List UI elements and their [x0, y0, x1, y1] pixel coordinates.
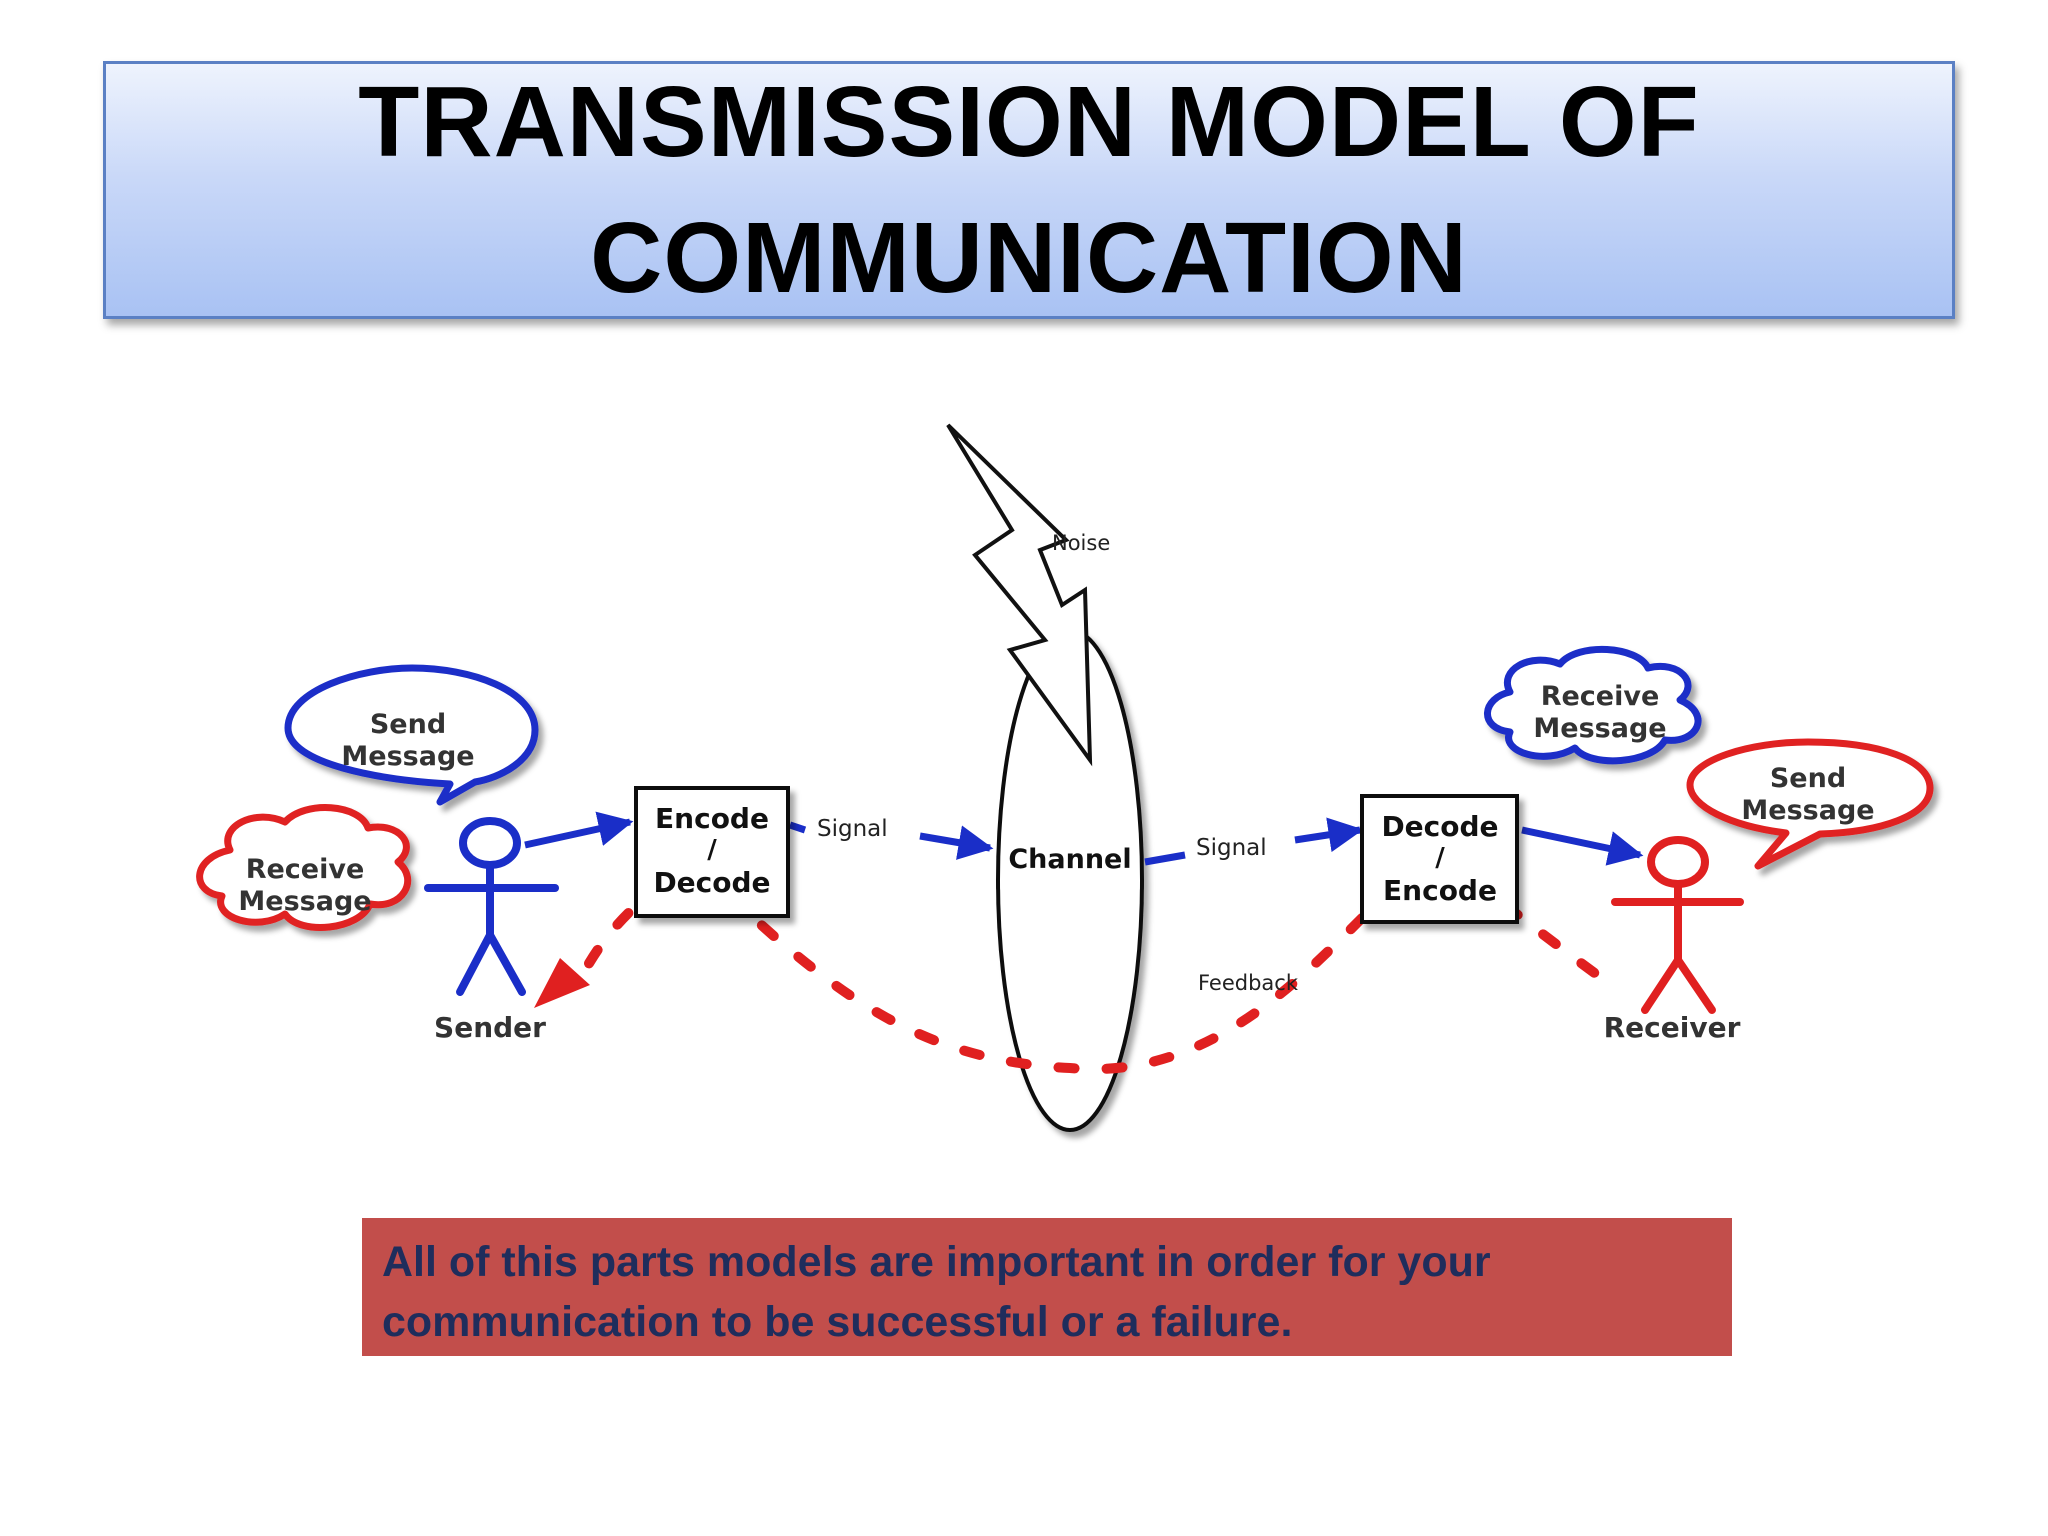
- receiver-figure: [1611, 836, 1744, 1014]
- title-line-2: COMMUNICATION: [590, 202, 1468, 314]
- feedback-arrowhead: [534, 958, 590, 1008]
- feedback-path-right: [1500, 900, 1623, 995]
- sender-figure: [424, 817, 559, 996]
- receiver-receive-cloud: [1484, 645, 1702, 765]
- receiver-receive-line-1: Receive: [1541, 681, 1660, 712]
- sender-receive-line-1: Receive: [246, 854, 365, 885]
- decoder-line-1: Decode: [1381, 810, 1498, 843]
- receiver-send-bubble: [1686, 738, 1934, 870]
- channel-label: Channel: [1008, 844, 1131, 875]
- noise-label: Noise: [1052, 531, 1110, 555]
- arrow-decoder-to-receiver: [1521, 826, 1644, 866]
- feedback-path: [715, 875, 1367, 1075]
- arrow-signal-to-decoder: [1294, 817, 1364, 853]
- title-line-1: TRANSMISSION MODEL OF: [358, 66, 1700, 178]
- note-text: All of this parts models are important i…: [382, 1238, 1491, 1346]
- sender-receive-cloud: [196, 804, 412, 931]
- arrow-sender-to-encoder: [524, 811, 634, 849]
- encoder-line-1: Encode: [655, 802, 769, 835]
- encoder-line-2: /: [707, 835, 717, 865]
- arrow-signal-to-channel: [919, 825, 994, 860]
- sender-receive-line-2: Message: [238, 886, 371, 917]
- note-box: All of this parts models are important i…: [362, 1218, 1732, 1356]
- sender-send-bubble: [284, 664, 539, 806]
- sender-send-line-2: Message: [341, 741, 474, 772]
- feedback-label: Feedback: [1198, 971, 1299, 995]
- receiver-send-line-1: Send: [1770, 763, 1846, 794]
- receiver-receive-line-2: Message: [1533, 713, 1666, 744]
- decoder-box: [1360, 794, 1519, 924]
- noise-bolt: [946, 423, 1093, 767]
- sender-label: Sender: [434, 1011, 546, 1044]
- sender-send-line-1: Send: [370, 709, 446, 740]
- signal-label-right: Signal: [1196, 835, 1267, 861]
- encoder-line-3: Decode: [653, 866, 770, 899]
- decoder-line-3: Encode: [1383, 874, 1497, 907]
- title-banner: TRANSMISSION MODEL OF COMMUNICATION: [103, 61, 1955, 319]
- arrow-encoder-signal: [788, 821, 807, 834]
- receiver-label: Receiver: [1604, 1011, 1741, 1044]
- decoder-line-2: /: [1435, 843, 1445, 873]
- receiver-send-line-2: Message: [1741, 795, 1874, 826]
- signal-label-left: Signal: [817, 816, 888, 842]
- arrow-channel-signal: [1144, 851, 1186, 866]
- encoder-box: [634, 786, 790, 918]
